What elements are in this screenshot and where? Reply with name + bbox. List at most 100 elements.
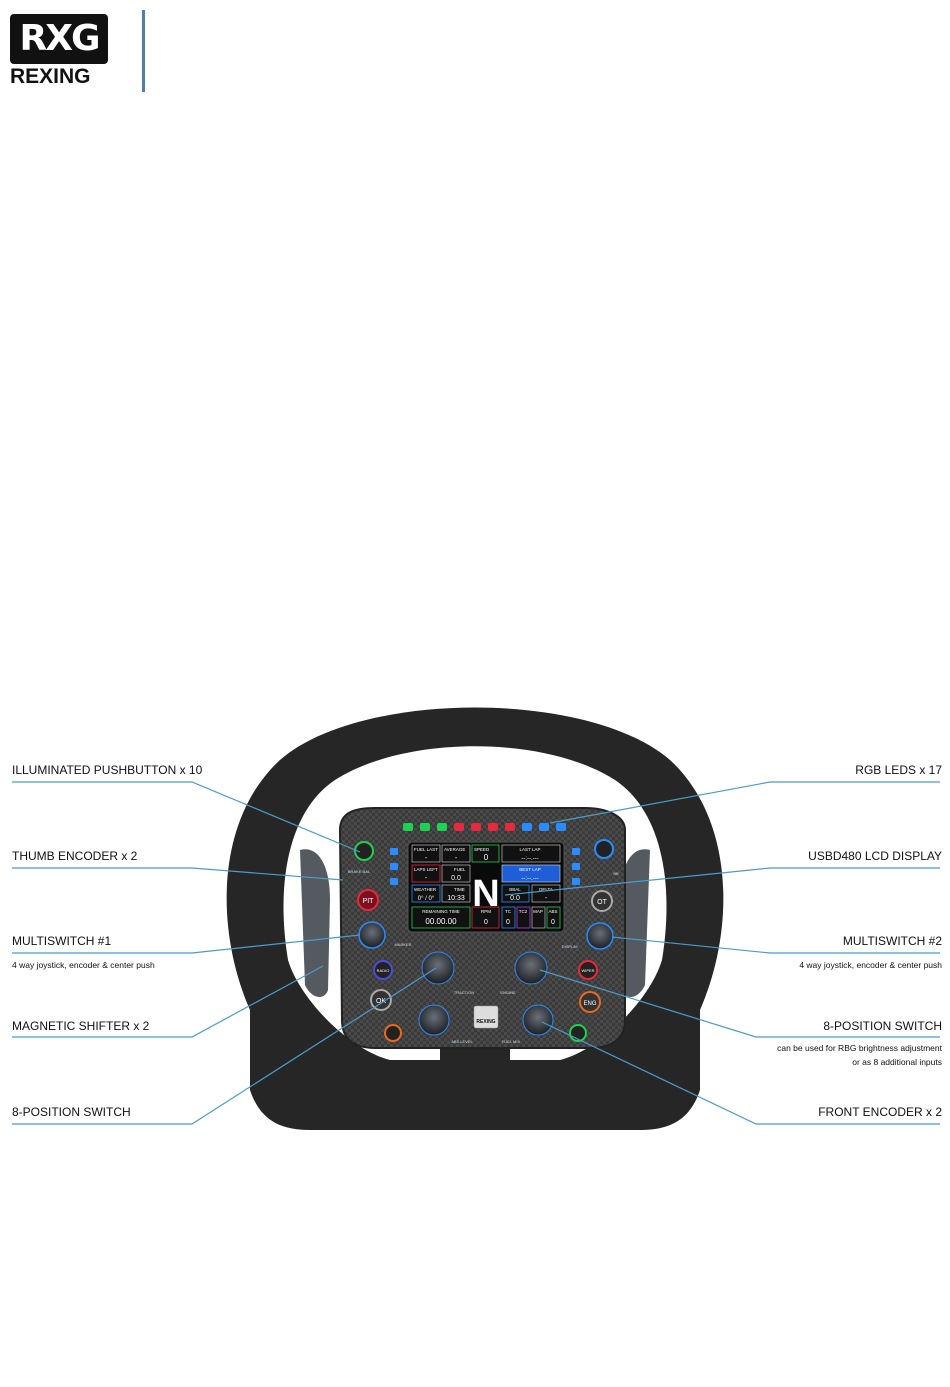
front-encoder-left xyxy=(418,1004,450,1036)
display-map-label: MAP xyxy=(533,909,543,914)
rgb-led-bar xyxy=(390,823,580,885)
front-encoder-right xyxy=(522,1004,554,1036)
wiper-button xyxy=(578,960,598,980)
display-fuel-last-value: - xyxy=(425,855,428,862)
callout-multiswitch-2-sub: 4 way joystick, encoder & center push xyxy=(799,960,942,970)
display-abs-label: ABS xyxy=(548,909,557,914)
center-logo xyxy=(473,1005,499,1029)
multiswitch-1 xyxy=(358,921,386,949)
display-laps-left-value: - xyxy=(425,875,428,882)
shift-paddles xyxy=(300,849,650,997)
pushbutton xyxy=(594,839,614,859)
rexing-logo: RXG REXING xyxy=(10,14,110,90)
display-abs-value: 0 xyxy=(551,919,555,926)
brake-bal-label: BRAKE BAL xyxy=(348,869,371,874)
led xyxy=(488,823,498,831)
radio-button xyxy=(373,960,393,980)
led xyxy=(403,823,413,831)
display-best-lap-label: BEST LAP xyxy=(519,867,540,872)
display-time-label: TIME xyxy=(454,887,465,892)
callout-multiswitch-1: MULTISWITCH #1 xyxy=(12,934,112,948)
display-tc-label: TC xyxy=(505,909,512,914)
center-logo-text: REXING xyxy=(476,1019,495,1025)
logo-glyph: RXG xyxy=(19,18,100,59)
display-fuel-last-label: FUEL LAST xyxy=(414,847,438,852)
multiswitch-2 xyxy=(586,922,614,950)
side-led xyxy=(572,863,580,870)
wheel-buttons: PIT OT RADIO WIPER OK ENG xyxy=(354,839,614,1042)
bb-right-label: BB xyxy=(613,871,619,876)
logo-wordmark: REXING xyxy=(10,65,91,88)
callout-illuminated-pushbutton: ILLUMINATED PUSHBUTTON x 10 xyxy=(12,763,203,777)
pushbutton xyxy=(384,1024,402,1042)
display-rpm-value: 0 xyxy=(484,919,488,926)
display-delta-label: DELTA xyxy=(539,887,553,892)
wheel-encoders: REXING TRACTION ENGINE ABS LEVEL FUEL MI… xyxy=(348,869,619,1044)
eng-label: ENG xyxy=(583,1001,596,1007)
display-brake-label: BBAL xyxy=(509,887,521,892)
rotary-switch-left xyxy=(421,951,455,985)
rotary-switch-right xyxy=(514,951,548,985)
callout-multiswitch-2: MULTISWITCH #2 xyxy=(842,934,942,948)
callout-line xyxy=(549,781,940,824)
side-led xyxy=(390,848,398,855)
display-average-value: - xyxy=(455,855,458,862)
callout-line xyxy=(541,1021,940,1125)
display-remaining-label: REMAINING TIME xyxy=(422,909,459,914)
display-delta-value: - xyxy=(545,895,548,902)
callout-line xyxy=(12,867,344,881)
ot-label: OT xyxy=(597,899,607,906)
header-divider xyxy=(142,10,145,92)
wiper-label: WIPER xyxy=(581,968,594,973)
lcd-display: FUEL LAST - AVERAGE - SPEED 0 LAST LAP -… xyxy=(407,841,565,933)
callout-front-encoder: FRONT ENCODER x 2 xyxy=(818,1105,942,1119)
callout-line xyxy=(12,965,324,1038)
ot-button xyxy=(591,890,613,912)
led xyxy=(539,823,549,831)
abs-level-label: ABS LEVEL xyxy=(451,1039,473,1044)
ok-button xyxy=(370,989,392,1011)
callout-8-position-sub-2: or as 8 additional inputs xyxy=(852,1057,942,1067)
display-fuel-value: 0.0 xyxy=(451,875,461,882)
pit-button xyxy=(357,889,379,911)
pit-label: PIT xyxy=(363,898,375,905)
callout-line xyxy=(12,934,361,954)
display-remaining-value: 00.00.00 xyxy=(425,917,457,926)
marker-label: MARKER xyxy=(394,942,411,947)
side-led xyxy=(390,878,398,885)
callout-multiswitch-1-sub: 4 way joystick, encoder & center push xyxy=(12,960,155,970)
display-tc-value: 0 xyxy=(506,919,510,926)
eng-button xyxy=(579,991,601,1013)
callout-lcd-display: USBD480 LCD DISPLAY xyxy=(808,849,942,863)
display-time-value: 10:33 xyxy=(447,895,465,902)
side-led xyxy=(572,878,580,885)
callout-line xyxy=(539,969,940,1038)
callout-magnetic-shifter: MAGNETIC SHIFTER x 2 xyxy=(12,1019,150,1033)
callout-8-position-switch-left: 8-POSITION SWITCH xyxy=(12,1105,131,1119)
display-last-lap-label: LAST LAP xyxy=(520,847,541,852)
ok-label: OK xyxy=(376,998,386,1005)
fuel-mix-label: FUEL MIX xyxy=(502,1039,521,1044)
led xyxy=(505,823,515,831)
logo-mark: RXG xyxy=(10,14,108,64)
callout-line xyxy=(12,781,361,853)
display-best-lap-value: --:--.--- xyxy=(521,876,538,882)
radio-label: RADIO xyxy=(377,968,390,973)
display-fuel-label: FUEL xyxy=(454,867,466,872)
traction-label: TRACTION xyxy=(454,990,475,995)
callout-rgb-leds: RGB LEDS x 17 xyxy=(855,763,942,777)
display-weather-value: 0° / 0° xyxy=(418,896,435,902)
callout-8-position-switch-right: 8-POSITION SWITCH xyxy=(823,1019,942,1033)
display-tc2-label: TC2 xyxy=(519,909,528,914)
display-knob-label: DISPLAY xyxy=(562,944,579,949)
callout-thumb-encoder: THUMB ENCODER x 2 xyxy=(12,849,138,863)
side-led xyxy=(572,848,580,855)
display-speed-value: 0 xyxy=(484,853,489,862)
callout-line xyxy=(504,867,940,896)
pushbutton xyxy=(354,841,374,861)
callout-line xyxy=(12,967,437,1125)
led xyxy=(556,823,566,831)
led xyxy=(420,823,430,831)
callout-8-position-sub-1: can be used for RBG brightness adjustmen… xyxy=(777,1043,942,1053)
